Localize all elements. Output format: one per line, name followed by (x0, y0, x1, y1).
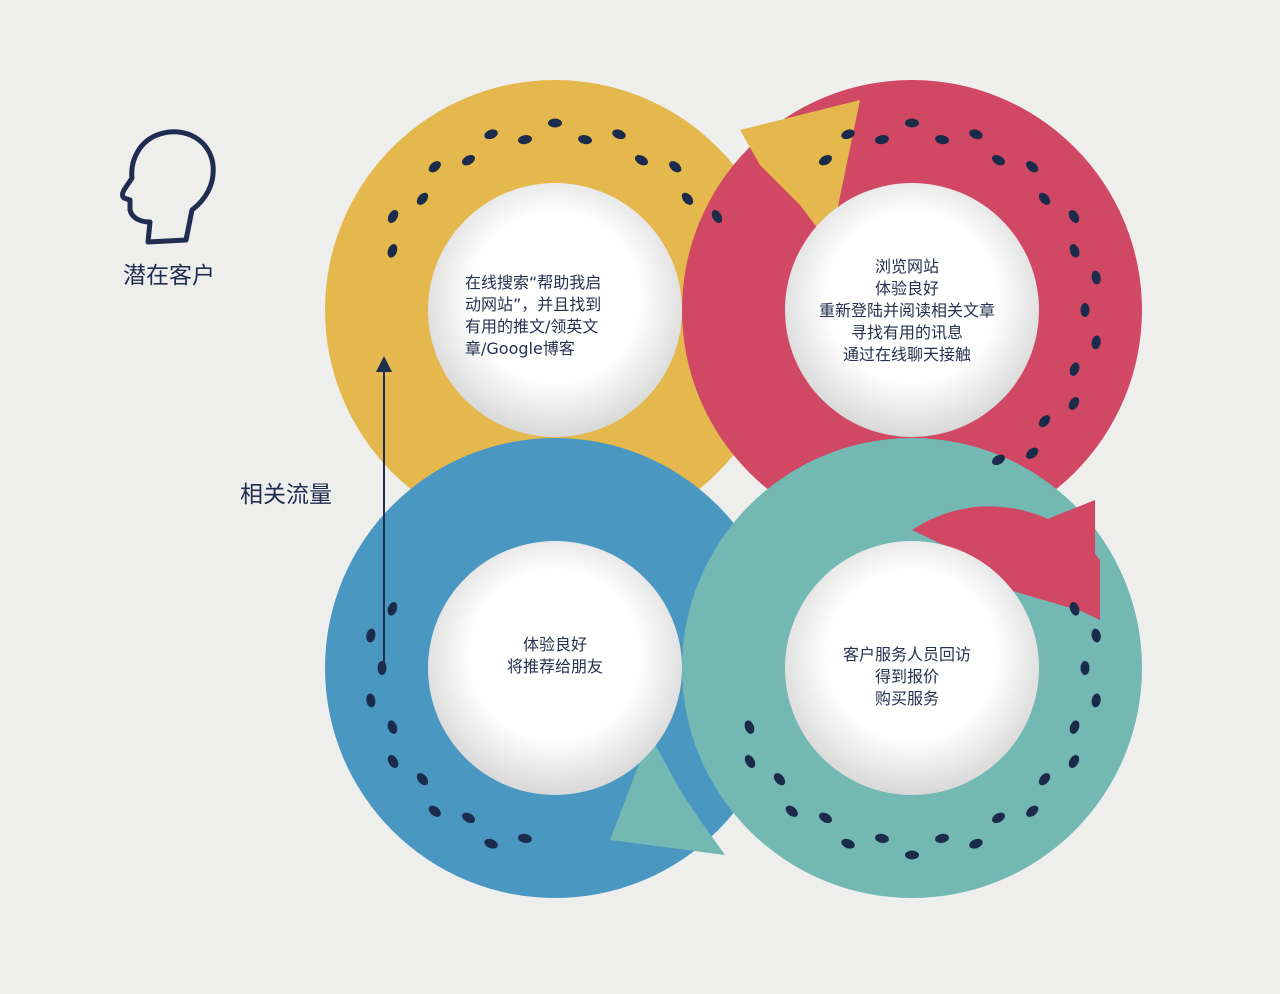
footprint (1091, 628, 1101, 643)
footprint (416, 773, 429, 786)
footprint (366, 693, 376, 708)
traffic-label: 相关流量 (240, 482, 332, 508)
stage-text-refer: 体验良好 将推荐给朋友 (506, 635, 603, 676)
footprint (1091, 693, 1101, 708)
stage-text-purchase: 客户服务人员回访 得到报价 购买服务 (842, 645, 971, 708)
footprint (875, 135, 889, 145)
footprint (1038, 192, 1051, 205)
footprint (387, 602, 398, 616)
footprint (1068, 755, 1080, 768)
footprint (1068, 397, 1080, 410)
footprint (841, 838, 855, 849)
footprint (387, 244, 398, 258)
stage-inner-refer (428, 541, 682, 795)
footprint (969, 838, 983, 849)
footprint (785, 805, 798, 817)
footprint (484, 129, 498, 140)
footprint (711, 210, 723, 223)
footprint (773, 773, 786, 786)
footprint (1069, 244, 1080, 258)
footprint (1069, 362, 1080, 376)
footprint (969, 129, 983, 140)
footprint (1038, 415, 1051, 428)
footprint (1068, 210, 1080, 223)
page-title: 潜在客户 (123, 263, 215, 289)
footprint (518, 135, 532, 145)
stage-text-browse: 浏览网站 体验良好 重新登陆并阅读相关文章 寻找有用的讯息 通过在线聊天接触 (818, 257, 995, 364)
head-profile-icon (120, 129, 216, 245)
footprint (1026, 161, 1039, 173)
stage-inner-browse (785, 183, 1039, 437)
footprint (935, 833, 949, 843)
footprint (635, 154, 648, 166)
footprint (875, 833, 889, 843)
footprint (744, 720, 755, 734)
footprint (992, 154, 1005, 166)
footprint (518, 833, 532, 843)
footprint (1026, 447, 1039, 459)
footprint (1091, 270, 1101, 285)
arrowhead-teal (610, 735, 725, 855)
footprint (377, 661, 387, 675)
footprint (462, 154, 475, 166)
footprint (681, 192, 694, 205)
footprint (819, 812, 832, 824)
footprint (1069, 720, 1080, 734)
footprint (1091, 335, 1101, 350)
footprint (387, 720, 398, 734)
footprint (841, 129, 855, 140)
footprint (992, 812, 1005, 824)
footprint (1069, 602, 1080, 616)
arrowhead-yellow (740, 100, 860, 245)
footprint (992, 454, 1005, 466)
footprint (905, 118, 919, 128)
footprint (416, 192, 429, 205)
footprint (387, 210, 399, 223)
footprint (462, 812, 475, 824)
footprint (387, 755, 399, 768)
footprint (366, 628, 376, 643)
footprint (428, 161, 441, 173)
footprint (1026, 805, 1039, 817)
footprint (578, 135, 592, 145)
footprint (935, 135, 949, 145)
footprint (1080, 303, 1090, 317)
footprint (484, 838, 498, 849)
footprint (819, 154, 832, 166)
footprint (428, 805, 441, 817)
stage-inner-purchase (785, 541, 1039, 795)
stage-inner-search (428, 183, 682, 437)
footprint (548, 118, 562, 128)
footprint (612, 129, 626, 140)
footprint (744, 755, 756, 768)
stage-text-search: 在线搜索“帮助我启 动网站”，并且找到 有用的推文/领英文 章/Google博客 (465, 273, 602, 358)
arrow-up-icon (376, 356, 392, 665)
footprint (905, 850, 919, 860)
footprint (1038, 773, 1051, 786)
footprint (1080, 661, 1090, 675)
footprint (669, 161, 682, 173)
